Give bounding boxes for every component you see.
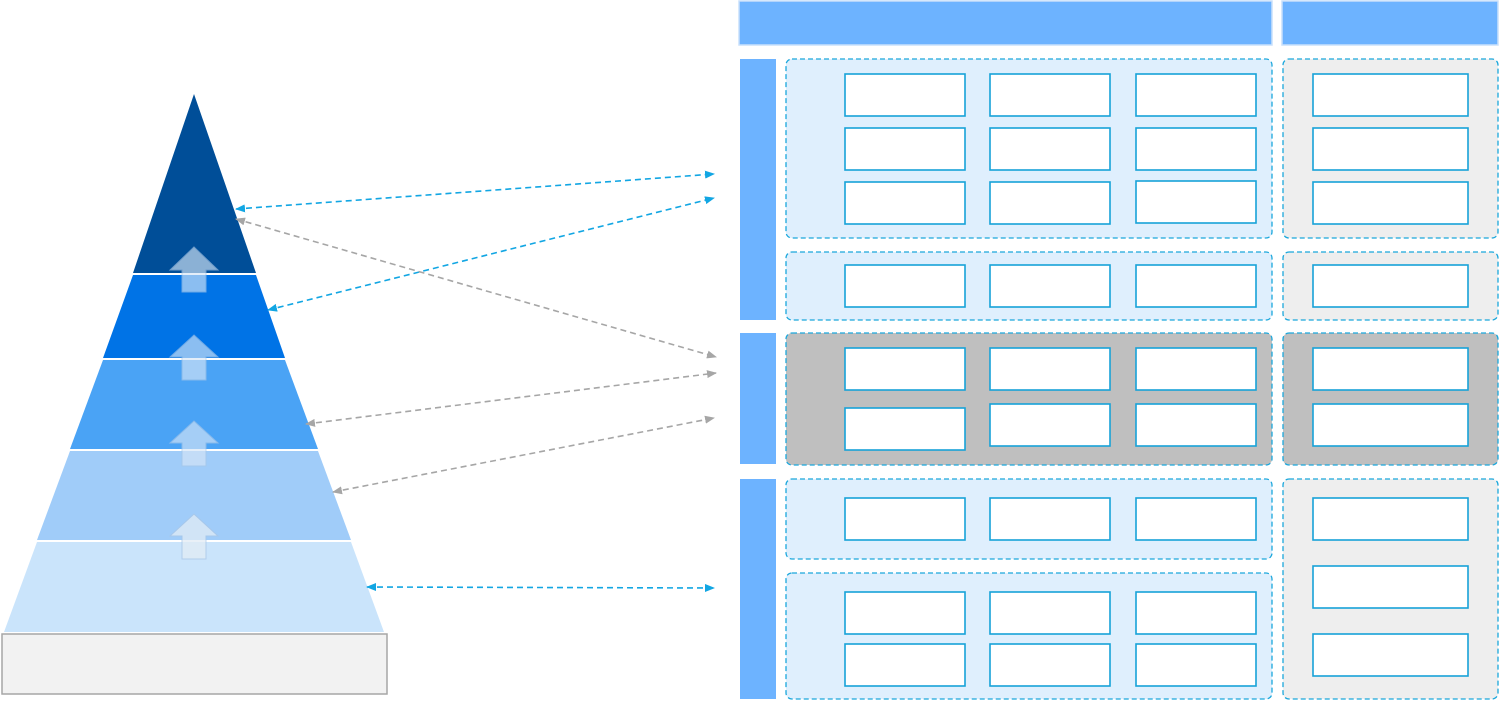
pyramid-base xyxy=(1,633,388,695)
box xyxy=(844,181,966,225)
pyramid-level-1 xyxy=(133,94,256,273)
connectors xyxy=(235,170,717,592)
up-arrow-icon xyxy=(168,420,220,467)
box xyxy=(1135,497,1257,541)
connector-gray xyxy=(235,217,717,359)
box xyxy=(989,403,1111,447)
box xyxy=(1312,565,1469,609)
side-bar-3 xyxy=(740,479,776,699)
up-arrow-icon xyxy=(168,513,220,560)
connector-blue xyxy=(267,196,715,312)
box xyxy=(989,643,1111,687)
box xyxy=(1135,180,1257,224)
box xyxy=(989,591,1111,635)
box xyxy=(1135,643,1257,687)
box xyxy=(1312,347,1469,391)
box xyxy=(844,643,966,687)
box xyxy=(1312,497,1469,541)
box xyxy=(1312,127,1469,171)
header-bar-main xyxy=(738,0,1273,46)
box xyxy=(844,127,966,171)
box xyxy=(844,497,966,541)
box xyxy=(1312,633,1469,677)
connector-gray xyxy=(305,370,717,427)
box xyxy=(1135,403,1257,447)
box xyxy=(989,347,1111,391)
box xyxy=(844,73,966,117)
box xyxy=(844,264,966,308)
connector-gray xyxy=(332,415,715,495)
connector-blue xyxy=(235,170,715,213)
box xyxy=(989,497,1111,541)
header-bar-side xyxy=(1281,0,1499,46)
box xyxy=(844,347,966,391)
box xyxy=(1312,264,1469,308)
box xyxy=(1312,181,1469,225)
box xyxy=(844,407,966,451)
pyramid-level-5 xyxy=(4,542,384,632)
box xyxy=(989,264,1111,308)
box xyxy=(1135,591,1257,635)
box xyxy=(1135,347,1257,391)
pyramid-level-4 xyxy=(37,451,351,540)
box xyxy=(1135,264,1257,308)
box xyxy=(1135,73,1257,117)
box xyxy=(1312,403,1469,447)
connector-blue xyxy=(366,583,715,592)
box xyxy=(989,127,1111,171)
up-arrow-icon xyxy=(168,246,220,293)
up-arrow-icon xyxy=(168,334,220,381)
side-bar-2 xyxy=(740,333,776,464)
box xyxy=(1135,127,1257,171)
box xyxy=(1312,73,1469,117)
box xyxy=(989,73,1111,117)
pyramid xyxy=(1,94,388,695)
boxes xyxy=(844,73,1469,687)
box xyxy=(989,181,1111,225)
pyramid-level-3 xyxy=(70,360,318,449)
side-bar-1 xyxy=(740,59,776,320)
box xyxy=(844,591,966,635)
